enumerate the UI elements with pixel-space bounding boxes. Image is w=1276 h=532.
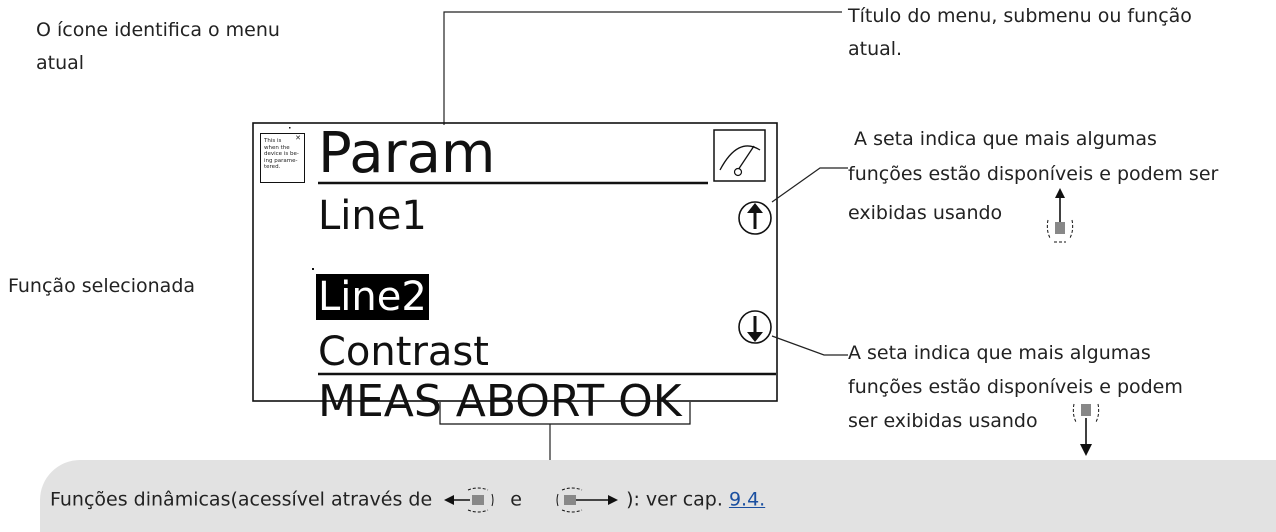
selected-annotation: Função selecionada xyxy=(8,270,195,303)
up-key-pad-icon xyxy=(1046,188,1074,243)
down-key-pad-icon xyxy=(1072,403,1100,456)
document-icon-mark: ✕ xyxy=(295,134,301,142)
document-icon-line: when the xyxy=(264,144,290,151)
icon-annotation-line-1: O ícone identifica o menu xyxy=(36,19,280,41)
footer-note-panel xyxy=(40,460,1276,532)
selected-annotation-text: Função selecionada xyxy=(8,275,196,297)
scroll-up-icon xyxy=(738,201,772,235)
arrow-up-leader-line xyxy=(771,167,848,203)
scroll-down-icon xyxy=(738,310,772,344)
menu-line-1[interactable]: Line1 xyxy=(318,193,427,239)
arrow-down-annotation-line-2: funções estão disponíveis e podem xyxy=(848,376,1183,398)
meter-icon xyxy=(713,129,766,182)
menu-title: Param xyxy=(318,121,496,186)
arrow-down-annotation: A seta indica que mais algumas funções e… xyxy=(848,336,1183,438)
icon-leader-line xyxy=(443,11,842,125)
chapter-link[interactable]: 9.4. xyxy=(728,488,766,511)
menu-line-2-selected[interactable]: Line2 xyxy=(316,274,429,320)
icon-annotation: O ícone identifica o menu atual xyxy=(36,14,280,80)
document-icon-line: tered. xyxy=(264,164,281,170)
footer-note-text-middle: e xyxy=(510,488,522,511)
softkey-bar[interactable]: MEAS ABORT OK xyxy=(318,376,682,427)
footer-note-text-after: ): ver cap. xyxy=(626,488,723,511)
lcd-frame xyxy=(252,122,778,402)
title-annotation-line-1: Título do menu, submenu ou função xyxy=(848,5,1192,27)
menu-line-contrast[interactable]: Contrast xyxy=(318,329,489,375)
document-icon-line: ing parame- xyxy=(264,157,298,164)
arrow-up-annotation-line-2: funções estão disponíveis e podem ser xyxy=(848,163,1219,185)
document-icon-line: This is xyxy=(264,138,282,144)
arrow-up-annotation: A seta indica que mais algumas funções e… xyxy=(848,122,1218,231)
arrow-down-leader-line xyxy=(771,335,848,356)
document-icon-line: device is be- xyxy=(264,151,299,157)
footer-note: Funções dinâmicas(acessível através de e… xyxy=(50,486,765,514)
title-annotation-line-2: atual. xyxy=(848,38,903,60)
softkey-frame xyxy=(439,402,691,425)
arrow-up-annotation-line-3: exibidas usando xyxy=(848,202,1003,224)
icon-annotation-line-2: atual xyxy=(36,52,85,74)
footer-note-text-before: Funções dinâmicas(acessível através de xyxy=(50,488,433,511)
arrow-down-annotation-line-3: ser exibidas usando xyxy=(848,410,1038,432)
document-icon: ✕ This is when the device is be- ing par… xyxy=(260,133,305,183)
arrow-up-annotation-line-1: A seta indica que mais algumas xyxy=(848,128,1157,150)
title-annotation: Título do menu, submenu ou função atual. xyxy=(848,0,1192,66)
right-key-icon xyxy=(556,487,619,513)
arrow-down-annotation-line-1: A seta indica que mais algumas xyxy=(848,342,1151,364)
left-key-icon xyxy=(444,487,494,513)
